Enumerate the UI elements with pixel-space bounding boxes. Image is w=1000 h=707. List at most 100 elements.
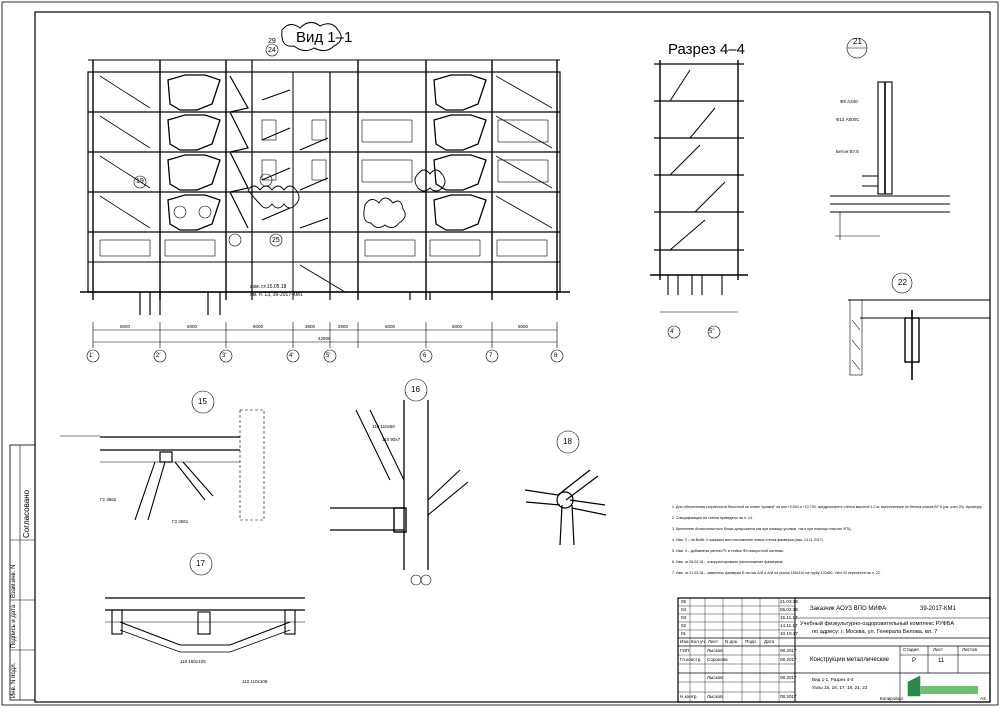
side-inv-orig: Инв. N подл. [11, 662, 17, 698]
tb-rev-3-n: 03 [681, 615, 687, 620]
facade-elevation [80, 22, 570, 348]
side-replaced: Взам.инв. N [11, 564, 17, 598]
tb-sheet: 11 [938, 658, 945, 664]
tb-col-podp: Подп. [745, 639, 758, 644]
side-sign-date: Подпись и дата [11, 604, 17, 648]
tb-col-list: Лист [708, 639, 718, 644]
note-4: 4. Изм. 3 – на Выбе 3 показано местополо… [672, 538, 824, 542]
tb-role-1: ГИП [680, 648, 690, 653]
axis-8: 8 [554, 353, 558, 359]
tb-rev-3-date: 15.11.17 [780, 615, 798, 620]
company-logo-icon [907, 675, 921, 697]
dim-5: 2500 [338, 324, 349, 329]
detail-17 [105, 552, 305, 653]
note-2: 2. Спецификацию на стенки приведено на л… [672, 516, 753, 520]
change-stamp-2: см. л. 13, 39-2017-КМ1 [250, 292, 303, 298]
tb-sheet-title-1: Вид 1-1, Разрез 4-4 [812, 677, 854, 682]
tb-rev-4-date: 14.11.17 [780, 623, 798, 628]
tb-col-izm: Изм. [680, 639, 690, 644]
axis-4: 4' [289, 353, 294, 359]
tb-stage-header: Стадия [903, 647, 919, 652]
dim-8: 6000 [518, 324, 529, 329]
tb-stage: Р [912, 658, 917, 664]
dim-4: 3600 [305, 324, 316, 329]
axis-7: 7 [489, 353, 493, 359]
side-agreed: Согласовано [22, 489, 31, 538]
steel-size-3: 110 160x105 [180, 659, 206, 664]
axis-2: 2' [156, 353, 161, 359]
note-1: 1. Для обеспечения сохранности балочной … [672, 505, 983, 509]
tb-col-date: Дата [764, 639, 775, 644]
tb-role-2-date: 08.2017 [780, 657, 797, 662]
callout-29: 29 [268, 38, 276, 45]
tb-sheet-header: Лист [933, 647, 943, 652]
callout-24: 24 [268, 47, 276, 54]
tb-format: А3 [980, 696, 986, 701]
tb-role-4-name: Лысков [707, 694, 723, 699]
tb-rev-2-n: 04 [681, 607, 687, 612]
dim-total: 42900 [318, 336, 331, 341]
callout-25: 25 [272, 237, 280, 244]
axis-6: 6 [423, 353, 427, 359]
callout-22: 22 [898, 278, 907, 287]
dim-7: 6000 [452, 324, 463, 329]
detail-15 [60, 390, 265, 521]
tb-role-3-date: 08.2017 [780, 675, 797, 680]
steel-size-2: 110 90x7 [382, 437, 401, 442]
tb-customer: Заказчик АОУЗ ВПО МИФА [810, 606, 887, 612]
detail-21 [830, 37, 950, 240]
callout-18: 18 [563, 437, 572, 446]
steel-size-4: Г2 3562 [100, 497, 117, 502]
axis-5: 5' [326, 353, 331, 359]
tb-project-name: Учебный физкультурно-оздоровительный ком… [800, 621, 955, 627]
detail21-label-2: Ф12 А500С [836, 117, 860, 122]
note-6: 6. Изм. от 06.02.18 – откорректированы р… [672, 560, 784, 564]
tb-copied: Копировал [880, 696, 904, 701]
tb-role-4: Н.контр. [680, 694, 698, 699]
section-4-4 [650, 60, 748, 339]
title-block-grid [677, 597, 991, 703]
tb-col-kol: Кол.уч. [691, 639, 707, 644]
callout-21: 21 [853, 37, 862, 46]
tb-rev-5-date: 10.10.17 [780, 631, 798, 636]
tb-sheet-title-2: Узлы 15, 16, 17, 18, 21, 22 [812, 685, 868, 690]
section-title: Разрез 4–4 [668, 41, 745, 58]
axis-1: 1' [89, 353, 94, 359]
callout-15: 15 [198, 397, 207, 406]
tb-role-1-name: Лысков [707, 648, 723, 653]
tb-rev-1-n: 05 [681, 599, 687, 604]
note-5: 5. Изм. 4 – добавлены ригели Р1 в стойки… [672, 549, 785, 553]
side-strip [9, 444, 36, 701]
callout-16: 16 [411, 385, 420, 394]
callout-17: 17 [196, 559, 205, 568]
facade-title: Вид 1–1 [296, 29, 353, 46]
dim-3: 6000 [253, 324, 264, 329]
section-axis-5: 5'' [709, 329, 715, 335]
section-axis-4: 4' [670, 329, 675, 335]
detail21-label-3: Бетон В7.5 [836, 149, 859, 154]
detail21-label-1: Ф8 А240 [840, 99, 858, 104]
tb-address: по адресу: г. Москва, ул. Генерала Белов… [812, 629, 938, 635]
steel-size-6: 110 110x105 [242, 679, 268, 684]
dim-2: 6000 [187, 324, 198, 329]
tb-role-3-name: Лысков [707, 675, 723, 680]
note-3: 3. Крепление Антиконтактного блока допус… [672, 527, 852, 531]
axis-bubbles [86, 349, 564, 363]
tb-role-1-date: 08.2017 [780, 648, 797, 653]
note-7: 7. Изм. от 21.03.18 – заменены фахверки … [672, 571, 881, 575]
tb-rev-4-n: 02 [681, 623, 687, 628]
axis-3: 3' [222, 353, 227, 359]
tb-rev-2-date: 06.02.18 [780, 607, 798, 612]
callout-19: 19 [136, 178, 144, 185]
tb-project-code: 39-2017-КМ1 [920, 606, 956, 612]
inner-frame [34, 11, 991, 703]
steel-size-1: 110 110x50 [372, 424, 395, 429]
tb-rev-5-n: 01 [681, 631, 687, 636]
tb-company: ПРОМонолит [930, 682, 968, 688]
tb-sheets-header: Листов [962, 647, 977, 652]
detail-16 [330, 378, 469, 586]
detail-22 [848, 272, 990, 380]
